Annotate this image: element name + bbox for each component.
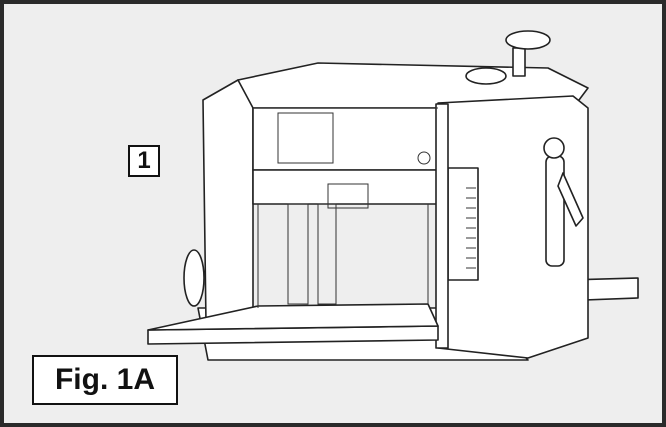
crank-post [512, 47, 526, 77]
left-column [202, 79, 254, 324]
depth-wheel [183, 249, 205, 307]
depth-scale [447, 167, 479, 281]
planer-drawing [147, 30, 639, 361]
part-callout: 1 [128, 145, 160, 177]
crossbar [252, 169, 439, 205]
figure-label: Fig. 1A [32, 355, 178, 405]
right-column [435, 103, 449, 349]
side-handle [545, 155, 565, 267]
crank-knob [505, 30, 551, 50]
carriage [252, 107, 439, 171]
